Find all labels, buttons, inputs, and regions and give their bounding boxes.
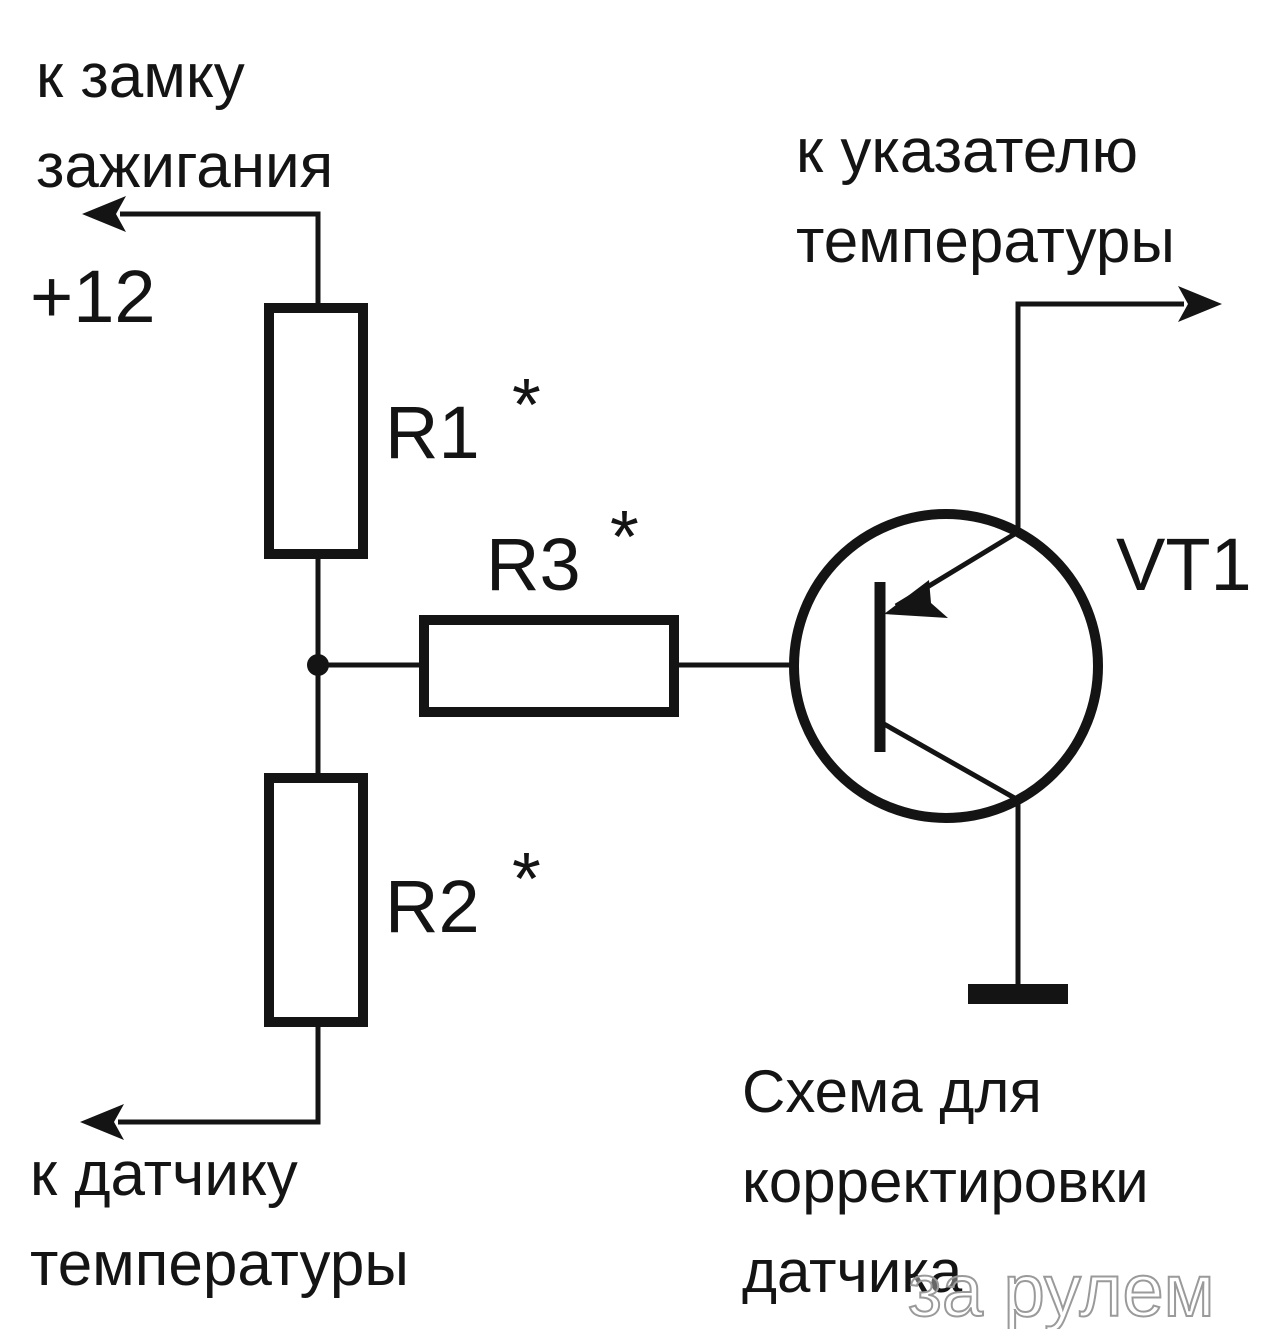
sensor-arrowhead (80, 1104, 124, 1140)
r1-label: R1 (385, 391, 480, 474)
r1-mark: * (512, 363, 541, 446)
transistor-collector (882, 721, 1020, 803)
caption-line2: корректировки (742, 1148, 1149, 1215)
indicator-label-line2: температуры (796, 207, 1175, 276)
sensor-label-line1: к датчику (30, 1140, 298, 1209)
indicator-wire (1015, 286, 1222, 532)
caption-line3: датчика (742, 1238, 963, 1305)
supply-voltage-label: +12 (30, 255, 156, 338)
resistor-r1 (264, 303, 368, 559)
ignition-label-line1: к замку (36, 42, 245, 111)
ground-symbol (968, 984, 1068, 1004)
resistor-r2 (264, 773, 368, 1027)
indicator-arrowhead (1178, 286, 1222, 322)
r2-label: R2 (385, 865, 480, 948)
transistor-vt1 (789, 509, 1103, 823)
transistor-envelope (789, 509, 1103, 823)
resistor-r3 (419, 615, 679, 717)
sensor-label-line2: температуры (30, 1230, 409, 1299)
caption-line1: Схема для (742, 1058, 1042, 1125)
r3-label: R3 (486, 523, 581, 606)
ignition-label-line2: зажигания (36, 132, 333, 201)
sensor-wire (80, 1022, 321, 1140)
r3-mark: * (610, 495, 639, 578)
indicator-label-line1: к указателю (796, 117, 1138, 186)
watermark-logo: за рулем (908, 1249, 1215, 1329)
ignition-wire (82, 196, 321, 308)
r2-mark: * (512, 837, 541, 920)
emitter-arrowhead (884, 580, 948, 618)
vt1-label: VT1 (1116, 523, 1252, 606)
ignition-arrowhead (82, 196, 126, 232)
